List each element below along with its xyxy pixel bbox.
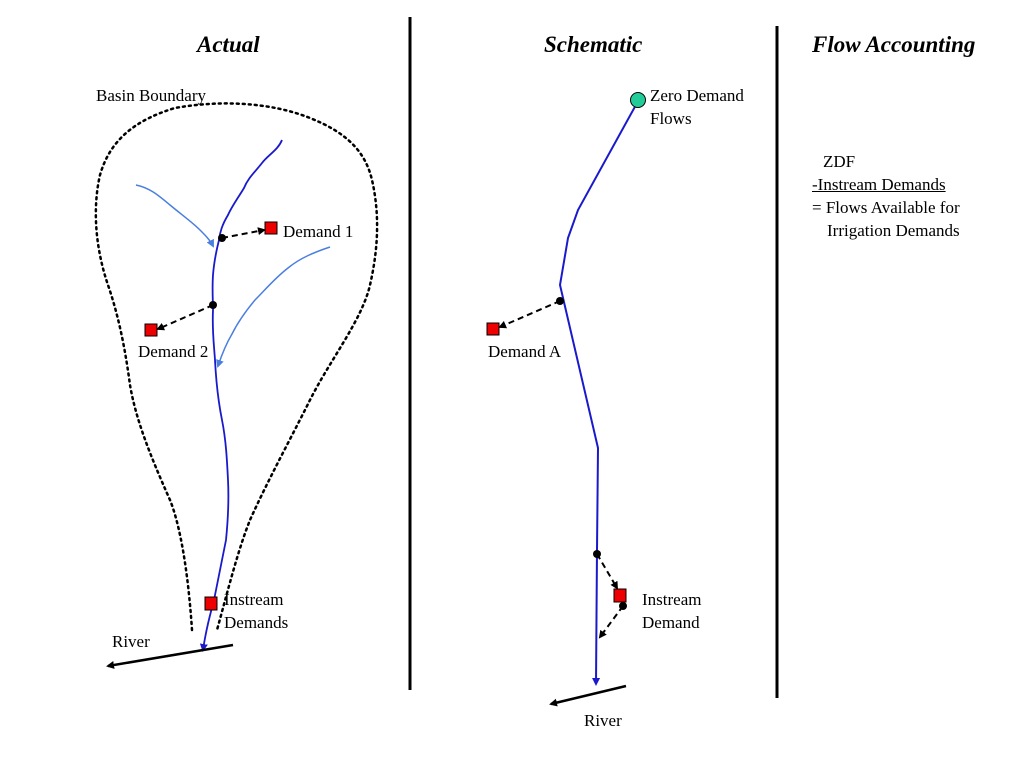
tributary-lower — [216, 246, 331, 368]
instream-demand-label: Instream Demand — [642, 588, 701, 634]
demand-a-label: Demand A — [488, 342, 562, 361]
diversion-node-a — [556, 297, 564, 305]
instream-diversion-out — [596, 553, 619, 590]
header-actual: Actual — [197, 32, 260, 57]
zero-demand-line1: Zero Demand — [650, 86, 744, 105]
diversion-demand-a — [498, 300, 561, 329]
basin-boundary-label: Basin Boundary — [96, 86, 207, 105]
zero-demand-line2: Flows — [650, 109, 692, 128]
flow-accounting-block: ZDF -Instream Demands = Flows Available … — [812, 150, 960, 242]
accounting-flows-available: = Flows Available for — [812, 198, 960, 217]
instream-demands-node — [204, 596, 218, 611]
demand-2-node — [144, 323, 158, 337]
river-label-schematic: River — [584, 711, 622, 730]
instream-demands-line2: Demands — [224, 613, 289, 632]
tributary-upper — [135, 184, 214, 248]
header-flow-accounting: Flow Accounting — [812, 32, 976, 57]
zero-demand-flows-node — [630, 92, 646, 108]
river-label-actual: River — [112, 632, 150, 651]
instream-demand-line2: Demand — [642, 613, 700, 632]
diversion-demand-1 — [221, 227, 266, 239]
main-river-actual — [199, 139, 283, 652]
diversion-node-2 — [209, 301, 217, 309]
instream-demand-node — [613, 588, 627, 603]
demand-2-label: Demand 2 — [138, 342, 209, 361]
diversion-demand-2 — [156, 304, 214, 331]
demand-1-node — [264, 221, 278, 235]
instream-demands-label: Instream Demands — [224, 588, 288, 634]
accounting-irrigation-demands: Irrigation Demands — [827, 221, 960, 240]
river-outflow-schematic — [549, 684, 627, 707]
header-schematic: Schematic — [544, 32, 643, 57]
diversion-node-1 — [218, 234, 226, 242]
river-outflow-actual — [106, 643, 234, 669]
instream-demands-line1: Instream — [224, 590, 284, 609]
accounting-instream-demands: -Instream Demands — [812, 175, 946, 194]
basin-boundary-outline — [94, 102, 379, 632]
demand-a-node — [486, 322, 500, 336]
zero-demand-flows-label: Zero Demand Flows — [650, 84, 744, 130]
demand-1-label: Demand 1 — [283, 222, 354, 241]
instream-return-flow — [598, 605, 624, 639]
accounting-zdf: ZDF — [823, 152, 856, 171]
instream-demand-line1: Instream — [642, 590, 702, 609]
